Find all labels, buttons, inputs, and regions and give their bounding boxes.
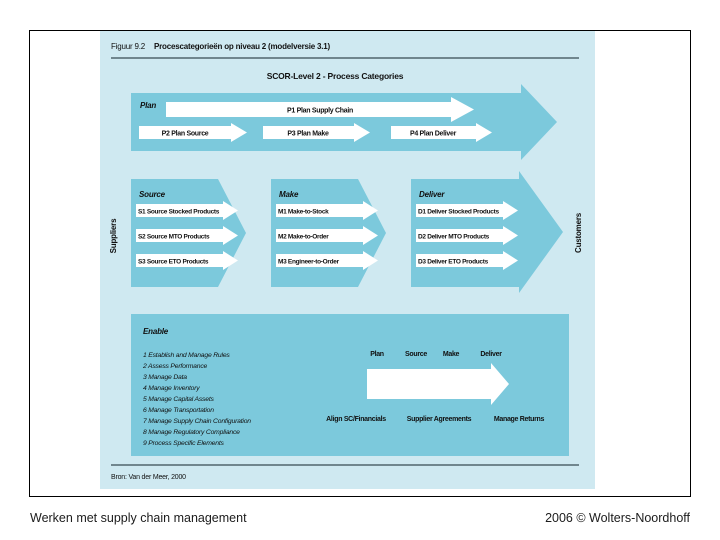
figure-frame: Figuur 9.2 Procescategorieën op niveau 2… — [29, 30, 691, 497]
d2-arrow — [416, 226, 518, 245]
s1-arrow — [136, 201, 238, 220]
diagram-title: SCOR-Level 2 - Process Categories — [267, 71, 404, 81]
enable-item-3: 3 Manage Data — [143, 374, 187, 381]
plan-block-arrow — [131, 84, 557, 160]
p3-label: P3 Plan Make — [287, 131, 329, 138]
figure-panel: Figuur 9.2 Procescategorieën op niveau 2… — [100, 31, 595, 489]
make-label: Make — [279, 190, 299, 199]
plan-label: Plan — [140, 101, 156, 110]
p4-arrow — [391, 123, 492, 142]
enable-flow-plan: Plan — [370, 351, 384, 358]
s1-label: S1 Source Stocked Products — [138, 209, 220, 216]
enable-item-9: 9 Process Specific Elements — [143, 440, 225, 447]
d1-label: D1 Deliver Stocked Products — [418, 209, 499, 216]
m3-arrow — [276, 251, 378, 270]
figure-number: Figuur 9.2 — [111, 42, 146, 51]
figure-caption: Procescategorieën op niveau 2 (modelvers… — [154, 42, 331, 51]
source-label: Source — [139, 190, 166, 199]
scor-diagram: Figuur 9.2 Procescategorieën op niveau 2… — [100, 31, 595, 489]
suppliers-label: Suppliers — [109, 218, 118, 253]
d1-arrow — [416, 201, 518, 220]
d3-label: D3 Deliver ETO Products — [418, 259, 489, 266]
enable-item-5: 5 Manage Capital Assets — [143, 396, 215, 403]
m2-arrow — [276, 226, 378, 245]
enable-supplier-agreements-label: Supplier Agreements — [407, 416, 472, 423]
s2-arrow — [136, 226, 238, 245]
p4-label: P4 Plan Deliver — [410, 131, 457, 138]
enable-manage-returns-label: Manage Returns — [494, 416, 545, 423]
source-note: Bron: Van der Meer, 2000 — [111, 474, 186, 481]
p3-arrow — [263, 123, 370, 142]
enable-item-8: 8 Manage Regulatory Compliance — [143, 429, 240, 436]
d2-label: D2 Deliver MTO Products — [418, 234, 490, 241]
customers-label: Customers — [574, 212, 583, 253]
enable-flow-make: Make — [443, 351, 460, 358]
m2-label: M2 Make-to-Order — [278, 234, 329, 241]
s2-label: S2 Source MTO Products — [138, 234, 210, 241]
s3-label: S3 Source ETO Products — [138, 259, 209, 266]
m1-arrow — [276, 201, 378, 220]
d3-arrow — [416, 251, 518, 270]
enable-flow-arrow — [367, 363, 509, 405]
footer-book-title: Werken met supply chain management — [30, 511, 247, 525]
enable-align-label: Align SC/Financials — [326, 416, 386, 423]
enable-flow-source: Source — [405, 351, 427, 358]
enable-item-2: 2 Assess Performance — [142, 363, 208, 370]
m1-label: M1 Make-to-Stock — [278, 209, 329, 216]
s3-arrow — [136, 251, 238, 270]
deliver-label: Deliver — [419, 190, 445, 199]
enable-flow-deliver: Deliver — [480, 351, 502, 358]
m3-label: M3 Engineer-to-Order — [278, 259, 340, 266]
enable-label: Enable — [143, 327, 169, 336]
p2-label: P2 Plan Source — [162, 131, 209, 138]
p2-arrow — [139, 123, 247, 142]
enable-item-1: 1 Establish and Manage Rules — [143, 352, 230, 359]
enable-item-4: 4 Manage Inventory — [143, 385, 200, 392]
p1-arrow — [166, 97, 474, 122]
p1-label: P1 Plan Supply Chain — [287, 108, 353, 115]
footer-copyright: 2006 © Wolters-Noordhoff — [545, 511, 690, 525]
enable-item-7: 7 Manage Supply Chain Configuration — [143, 418, 251, 425]
enable-item-6: 6 Manage Transportation — [143, 407, 214, 414]
